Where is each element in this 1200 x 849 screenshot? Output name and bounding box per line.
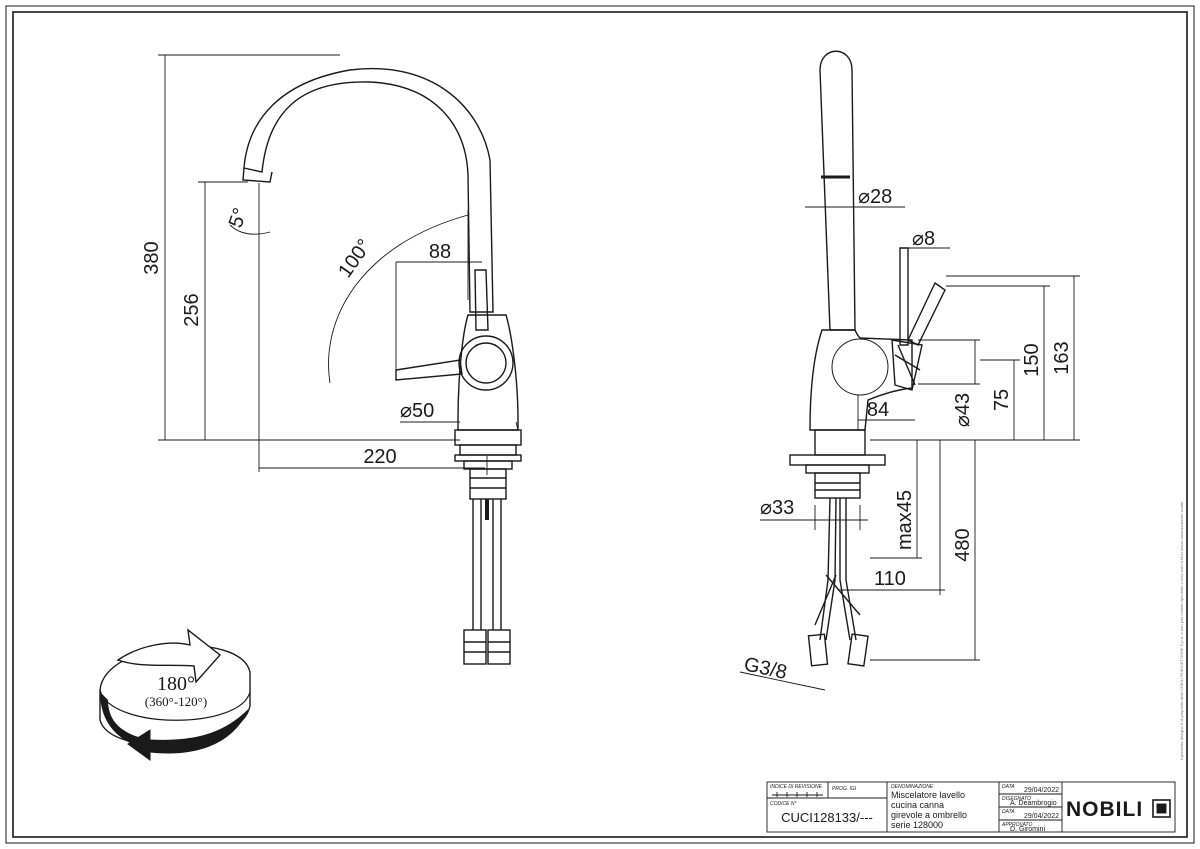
front-spout <box>243 68 494 313</box>
side-dimension-lines <box>739 206 1080 691</box>
side-body <box>809 329 913 431</box>
front-view <box>242 68 522 665</box>
tb-data2-value: 29/04/2022 <box>1024 813 1059 820</box>
dim-max45: max45 <box>894 490 916 550</box>
dim-163: 163 <box>1051 341 1073 374</box>
dim-84: 84 <box>867 399 889 421</box>
inner-border <box>12 11 1188 838</box>
nobili-logo: NOBILI <box>1066 798 1143 821</box>
dim-480: 480 <box>952 528 974 561</box>
front-dimension-lines <box>158 54 519 475</box>
rotation-range: (360°-120°) <box>145 694 207 709</box>
dim-diameter-8: ⌀8 <box>912 228 935 250</box>
dim-110: 110 <box>874 568 906 590</box>
side-spout <box>819 50 856 331</box>
title-block <box>766 781 1176 833</box>
tb-drawn-label: DISEGNATO <box>1002 796 1031 802</box>
dim-100-degrees: 100° <box>334 235 376 282</box>
rotation-arrow-light-icon <box>116 628 222 684</box>
dim-75: 75 <box>991 389 1013 411</box>
tb-name-line-4: serie 128000 <box>891 820 943 830</box>
dim-88: 88 <box>429 241 451 263</box>
tb-name-line-2: cucina canna <box>891 800 944 810</box>
dim-diameter-50: ⌀50 <box>400 400 434 422</box>
dim-256: 256 <box>181 293 203 326</box>
side-lever <box>899 247 909 346</box>
front-cartridge-circle <box>458 335 514 391</box>
rotation-angle: 180° <box>157 673 195 695</box>
dim-220: 220 <box>363 446 396 468</box>
side-cartridge <box>891 339 923 391</box>
tb-index-label: INDICE DI REVISIONE <box>770 784 823 790</box>
dim-diameter-43: ⌀43 <box>952 393 974 427</box>
dim-diameter-33: ⌀33 <box>760 497 794 519</box>
tb-data-value: 29/04/2022 <box>1024 787 1059 794</box>
rotation-symbol <box>99 628 251 761</box>
tb-prog-label: PROG. IGI <box>832 786 857 792</box>
tb-data-label: DATA <box>1002 784 1015 790</box>
dim-diameter-28: ⌀28 <box>858 186 892 208</box>
tb-approved-label: APPROVATO <box>1001 822 1032 828</box>
tb-data2-label: DATA <box>1002 809 1015 815</box>
dim-g3-8: G3/8 <box>742 653 789 684</box>
edge-copyright-note: Il presente disegno è di proprietà della… <box>1179 501 1184 760</box>
front-lever <box>474 269 489 331</box>
dim-150: 150 <box>1021 343 1043 376</box>
dim-380: 380 <box>141 241 163 274</box>
tb-code-value: CUCI128133/--- <box>781 810 873 825</box>
tb-name-line-3: girevole a ombrello <box>891 810 967 820</box>
tb-approved-value: D. Giromini <box>1010 826 1045 833</box>
tb-code-label: CODICE N° <box>770 801 796 807</box>
tb-drawn-value: A. Deambrogio <box>1010 800 1057 807</box>
tb-name-line-1: Miscelatore lavello <box>891 790 965 800</box>
dim-5-degrees: 5° <box>225 205 252 230</box>
outer-border <box>5 5 1195 844</box>
rotation-arrow-dark-icon <box>127 709 249 761</box>
front-body <box>457 314 519 431</box>
side-view <box>789 50 946 667</box>
tb-name-label: DENOMINAZIONE <box>891 784 934 790</box>
